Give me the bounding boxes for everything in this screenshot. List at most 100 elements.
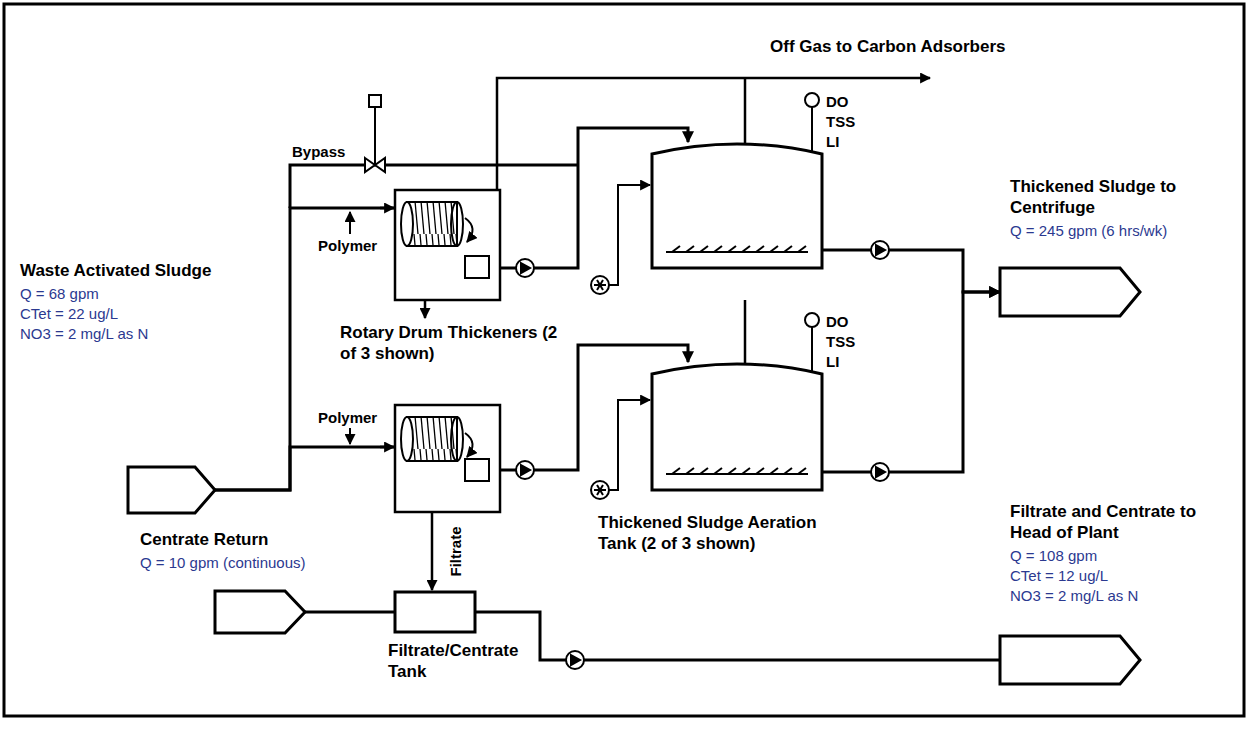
pump-symbol xyxy=(516,241,889,669)
rotary-drum-thickener xyxy=(465,218,473,242)
air-line xyxy=(609,185,650,490)
instrument-symbol xyxy=(805,313,819,327)
text-column: DO TSS LI xyxy=(826,92,866,152)
pump-symbol xyxy=(566,651,584,669)
pump-symbol xyxy=(521,263,530,273)
stream-arrow-shape xyxy=(1000,636,1140,684)
diffuser xyxy=(784,468,792,474)
pump-symbol xyxy=(871,241,889,259)
rotary-drum-thickener xyxy=(465,459,489,481)
equipment-label: Thickened Sludge Aeration Tank (2 of 3 s… xyxy=(598,512,843,554)
diffuser xyxy=(742,246,750,252)
stream-arrow-outline xyxy=(215,591,305,633)
stream-title: Waste Activated Sludge xyxy=(20,260,250,281)
instrument-tags: DO TSS LI xyxy=(826,92,866,152)
stream-value: NO3 = 2 mg/L as N xyxy=(1010,586,1220,606)
stream-value: NO3 = 2 mg/L as N xyxy=(20,324,250,344)
stream-title: Filtrate and Centrate to Head of Plant xyxy=(1010,501,1220,543)
stream-title: Centrate Return xyxy=(140,529,370,550)
text-column: DO TSS LI xyxy=(826,312,866,372)
bypass-label: Bypass xyxy=(292,142,362,161)
blower-symbol xyxy=(594,280,606,290)
filtrate-tank-outline xyxy=(395,592,475,632)
pump-symbol xyxy=(871,241,889,259)
text-column: Thickened Sludge to CentrifugeQ = 245 gp… xyxy=(1010,176,1210,241)
control-valve xyxy=(374,107,376,165)
polymer-label: Polymer xyxy=(318,236,393,255)
aeration-tank: DO TSS LI xyxy=(652,362,822,490)
rotary-drum-thickener xyxy=(451,417,463,461)
instrument-symbol xyxy=(811,327,813,372)
diffuser xyxy=(714,468,722,474)
text-column: Centrate Return Q = 10 gpm (continuous) xyxy=(140,529,370,573)
rotary-drum-thickener xyxy=(395,190,500,300)
stream-value: CTet = 22 ug/L xyxy=(20,304,250,324)
tank-shape xyxy=(652,364,822,490)
control-valve xyxy=(369,95,381,107)
frame xyxy=(4,4,1244,716)
process-line xyxy=(475,612,1000,660)
filtrate-line xyxy=(424,300,427,318)
equipment-label: Rotary Drum Thickeners (2 of 3 shown) xyxy=(340,322,565,364)
polymer-arrow xyxy=(349,428,351,444)
aeration-tank-outline xyxy=(652,362,822,490)
pump-symbol xyxy=(566,651,584,669)
diffuser xyxy=(728,246,736,252)
pump-symbol xyxy=(871,463,889,481)
pump-symbol xyxy=(876,245,885,255)
off-gas-line xyxy=(497,78,930,364)
rotary-drum-thickener xyxy=(465,433,473,457)
pump-symbol xyxy=(871,463,889,481)
stream-arrow-shape xyxy=(215,591,305,633)
diffuser xyxy=(700,246,708,252)
blower-symbol xyxy=(591,481,609,499)
tank-shape xyxy=(652,144,822,268)
diffuser xyxy=(770,468,778,474)
pump-symbol xyxy=(516,461,534,479)
diffuser xyxy=(728,468,736,474)
filtrate-line xyxy=(431,512,434,590)
diffuser xyxy=(756,468,764,474)
diffuser xyxy=(798,468,806,474)
diffuser xyxy=(686,468,694,474)
rotary-drum-thickener xyxy=(395,190,500,300)
stream-arrow: Thickened Sludge to CentrifugeQ = 245 gp… xyxy=(1000,268,1140,316)
stream-arrow: Centrate ReturnQ = 10 gpm (continuous) xyxy=(215,591,305,633)
blower-symbol xyxy=(591,276,609,499)
blower-symbol xyxy=(591,276,609,294)
pump-symbol xyxy=(571,655,580,665)
pump-symbol xyxy=(516,461,534,479)
process-line xyxy=(215,128,688,490)
stream-value: Q = 10 gpm (continuous) xyxy=(140,553,370,573)
stream-arrow: Filtrate and Centrate to Head of PlantQ … xyxy=(1000,636,1140,684)
off-gas-label: Off Gas to Carbon Adsorbers xyxy=(770,36,1090,57)
stream-value: Q = 245 gpm (6 hrs/wk) xyxy=(1010,221,1210,241)
air-line xyxy=(609,400,650,490)
diffuser xyxy=(770,246,778,252)
stream-value: Q = 68 gpm xyxy=(20,284,250,304)
instrument-symbol xyxy=(811,107,813,152)
instrument-symbol xyxy=(805,93,819,107)
aeration-tank: DO TSS LI xyxy=(652,142,822,268)
diffuser xyxy=(756,246,764,252)
pump-symbol xyxy=(876,467,885,477)
polymer-label: Polymer xyxy=(318,408,393,427)
process-line xyxy=(822,292,1000,472)
off-gas-line xyxy=(744,78,747,144)
diffuser xyxy=(784,246,792,252)
blower-symbol xyxy=(591,481,609,499)
control-valve xyxy=(365,95,385,172)
connector-layer xyxy=(215,128,1000,660)
diffuser xyxy=(672,468,680,474)
filtrate-label: Filtrate xyxy=(446,517,465,587)
stream-arrow-shape xyxy=(128,467,215,513)
tank-label: Filtrate/Centrate Tank xyxy=(388,640,558,682)
blower-symbol xyxy=(591,276,609,294)
filtrate-line xyxy=(425,300,432,590)
tank-shape xyxy=(395,592,475,632)
diffuser xyxy=(798,246,806,252)
text-column: Filtrate/Centrate Tank xyxy=(388,640,558,685)
stream-arrow-shape xyxy=(1000,268,1140,316)
